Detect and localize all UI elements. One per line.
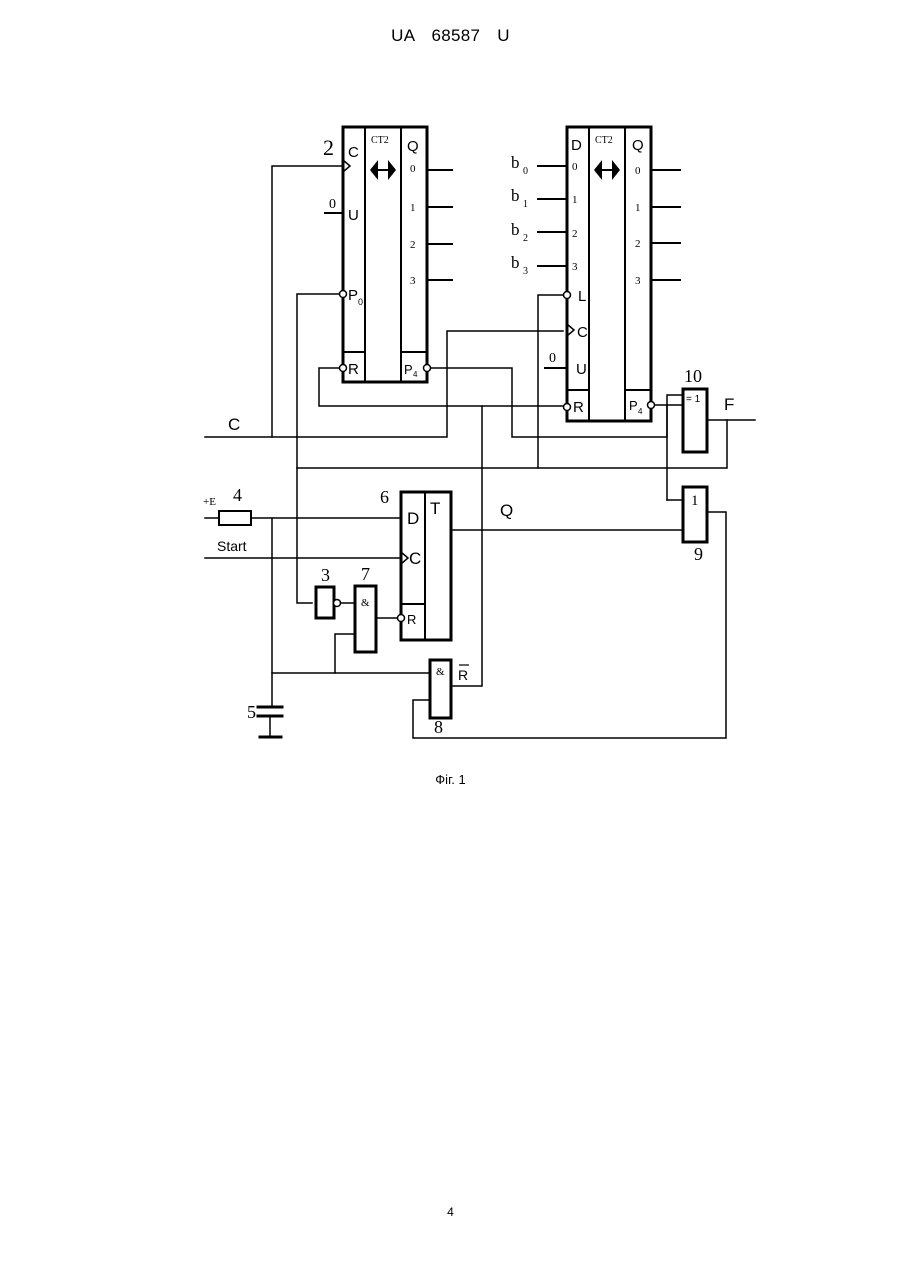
carry-label-b: P xyxy=(629,398,638,413)
pin-c2-label: C xyxy=(577,324,588,341)
input-b2: b xyxy=(511,220,520,239)
out-b3: 3 xyxy=(635,275,641,287)
xor-label: = 1 xyxy=(686,394,701,405)
q-line-label: Q xyxy=(500,501,513,520)
out-2: 2 xyxy=(410,239,416,251)
pin-u-label: U xyxy=(348,207,359,224)
d-pin-1: 1 xyxy=(572,194,578,206)
ct2-label-b: CT2 xyxy=(595,135,613,146)
input-b0-sub: 0 xyxy=(523,166,528,177)
and8-label: & xyxy=(436,666,445,678)
block-number-8: 8 xyxy=(434,717,443,737)
carry-sub-b: 4 xyxy=(638,407,643,416)
figure-caption: Фіг. 1 xyxy=(0,772,901,787)
supply-label: +E xyxy=(203,496,216,508)
out-3: 3 xyxy=(410,275,416,287)
d-label: D xyxy=(571,137,582,154)
pin-r-label: R xyxy=(348,361,359,378)
circuit-diagram: 2 C U P 0 R CT2 Q 0 1 2 3 P 4 0 D 0 1 2 … xyxy=(0,0,901,800)
input-b0: b xyxy=(511,153,520,172)
start-label: Start xyxy=(217,538,247,554)
q-label-b: Q xyxy=(632,137,644,154)
pin-l-label: L xyxy=(578,288,586,305)
carry-label: P xyxy=(404,362,413,377)
block-number-5: 5 xyxy=(247,702,256,722)
out-b1: 1 xyxy=(635,202,641,214)
pin-r2-label: R xyxy=(573,399,584,416)
d-pin-0: 0 xyxy=(572,161,578,173)
and7-label: & xyxy=(361,597,370,609)
block-number-7: 7 xyxy=(361,564,370,584)
u-input-zero: 0 xyxy=(329,197,336,212)
q-label: Q xyxy=(407,138,419,155)
ct2-label: CT2 xyxy=(371,135,389,146)
carry-sub: 4 xyxy=(413,370,418,379)
out-0: 0 xyxy=(410,163,416,175)
u-input-zero-b: 0 xyxy=(549,351,556,366)
input-b3: b xyxy=(511,253,520,272)
ff-r-label: R xyxy=(407,612,416,627)
input-b1: b xyxy=(511,186,520,205)
ff-d-label: D xyxy=(407,509,419,528)
page-number: 4 xyxy=(0,1205,901,1219)
block-number-10: 10 xyxy=(684,366,702,386)
d-pin-2: 2 xyxy=(572,228,578,240)
block-number-2: 2 xyxy=(323,135,334,160)
pin-u2-label: U xyxy=(576,361,587,378)
block-number-3: 3 xyxy=(321,565,330,585)
out-1: 1 xyxy=(410,202,416,214)
clock-label: C xyxy=(228,415,240,434)
block-number-4: 4 xyxy=(233,485,242,505)
out-b0: 0 xyxy=(635,165,641,177)
output-f: F xyxy=(724,395,734,414)
ff-c-label: C xyxy=(409,549,421,568)
pin-p-sub: 0 xyxy=(358,297,363,307)
block-number-9: 9 xyxy=(694,544,703,564)
d-pin-3: 3 xyxy=(572,261,578,273)
pin-p-label: P xyxy=(348,287,358,304)
r-bar-label: R xyxy=(458,667,468,683)
ff-t-label: T xyxy=(430,499,440,518)
input-b2-sub: 2 xyxy=(523,233,528,244)
input-b3-sub: 3 xyxy=(523,266,528,277)
input-b1-sub: 1 xyxy=(523,199,528,210)
or-label: 1 xyxy=(691,493,699,509)
out-b2: 2 xyxy=(635,238,641,250)
block-number-6: 6 xyxy=(380,487,389,507)
pin-c-label: C xyxy=(348,144,359,161)
